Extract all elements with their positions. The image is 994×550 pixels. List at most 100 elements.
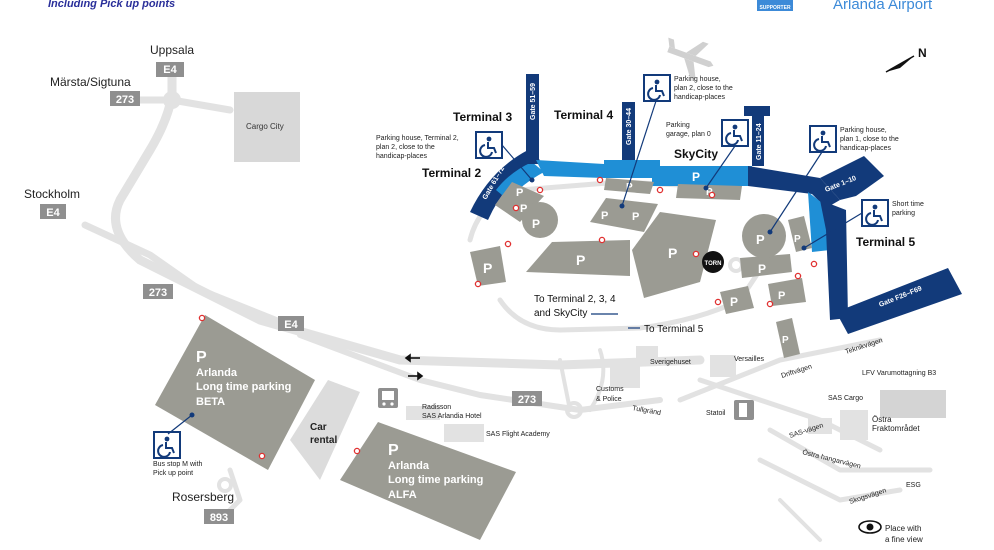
place-uppsala: Uppsala: [150, 43, 194, 57]
beta-label-1: Arlanda: [196, 367, 238, 379]
parking-t2-west: [470, 246, 506, 286]
note-short-2: parking: [892, 210, 915, 217]
parking-t2-large: [526, 240, 630, 276]
handicap-icon: [809, 125, 837, 153]
parking-beta: [155, 315, 315, 470]
map-subtitle: Including Pick up points: [48, 0, 175, 10]
label-radisson-2: SAS Arlandia Hotel: [422, 413, 482, 420]
note-bus-2: Pick up point: [153, 470, 193, 477]
p-symbol-t4: P: [626, 182, 633, 193]
p-symbol-t2: P: [516, 187, 523, 199]
parking-house-t2: [522, 202, 558, 238]
p-symbol-t5-e: P: [782, 335, 789, 346]
sverigehuset-block: [636, 346, 658, 362]
note-t5-3: handicap-places: [840, 145, 891, 152]
terminal-buildings: [470, 74, 962, 334]
r893-shield: 893: [210, 512, 228, 524]
p-symbol-t2-west: P: [483, 260, 492, 276]
customs-block: [610, 366, 640, 388]
handicap-icon: [153, 431, 181, 459]
fuel-pump-icon: [734, 400, 754, 420]
note-t4-1: Parking house,: [674, 76, 721, 83]
note-t5-1: Parking house,: [840, 127, 887, 134]
gate-30-44-label: Gate 30–44: [626, 108, 633, 145]
gate-51-59-label: Gate 51–59: [530, 83, 537, 120]
p-symbol-alfa: P: [388, 442, 399, 459]
p-symbol-t2-large: P: [576, 252, 585, 268]
pickup-points: [198, 176, 818, 460]
parking-t5-a: [740, 254, 792, 278]
place-rosersberg: Rosersberg: [172, 490, 234, 504]
label-flight-academy: SAS Flight Academy: [486, 431, 550, 438]
terminal-3-building: [536, 160, 604, 178]
airport-name: Arlanda Airport: [833, 0, 933, 13]
road-network: [81, 70, 933, 542]
compass-arrow-icon: [885, 55, 915, 73]
street-tullgrand: Tullgränd: [632, 405, 662, 417]
p-symbol-house-t5: P: [756, 232, 765, 247]
cargo-city-label: Cargo City: [246, 122, 284, 131]
label-ostra-1: Östra: [872, 415, 892, 424]
e4-shield-mid: E4: [284, 319, 298, 331]
label-esg: ESG: [906, 482, 921, 489]
p-symbol-t2-b: P: [520, 203, 527, 215]
p-symbol-t5-d: P: [794, 234, 801, 245]
terminal-4-label: Terminal 4: [554, 108, 613, 122]
parking-t2: [495, 182, 544, 222]
p-symbol-skycity-garage: P: [692, 170, 700, 184]
p-symbol-skycity-garage-b: P: [706, 187, 713, 198]
direction-t5: To Terminal 5: [644, 324, 704, 335]
beta-label-2: Long time parking: [196, 381, 291, 393]
terminal-5-label: Terminal 5: [856, 235, 915, 249]
note-t4-3: handicap-places: [674, 94, 725, 101]
bus-icon: [378, 388, 398, 408]
p-symbol-house-t2: P: [532, 217, 540, 231]
parking-alfa: [340, 422, 516, 540]
street-teknikvagen: Teknikvägen: [844, 337, 883, 356]
skycity-building: [652, 166, 752, 186]
label-customs-2: & Police: [596, 396, 622, 403]
label-ostra-2: Fraktområdet: [872, 424, 920, 433]
parking-areas: [155, 178, 812, 540]
note-t2-3: handicap-places: [376, 153, 427, 160]
compass-north-label: N: [918, 46, 927, 60]
p-symbol-t5-b: P: [730, 295, 738, 309]
supporter-badge: SUPPORTER: [757, 0, 793, 11]
torn-label: TORN: [705, 261, 722, 267]
handicap-icon: [643, 74, 671, 102]
parking-t5-e: [776, 318, 800, 358]
skycity-garage: [676, 184, 742, 200]
note-sky-2: garage, plan 0: [666, 131, 711, 138]
note-t2-2: plan 2, close to the: [376, 144, 435, 151]
handicap-signs: [153, 74, 889, 459]
r273-shield-left: 273: [149, 287, 167, 299]
parking-skycity: [632, 212, 716, 298]
alfa-label-1: Arlanda: [388, 460, 430, 472]
p-symbol-beta: P: [196, 349, 207, 366]
label-lfv: LFV Varumottagning B3: [862, 370, 936, 377]
terminal-5-pier: [820, 200, 848, 320]
eye-icon: [858, 520, 882, 534]
other-buildings: [234, 92, 946, 442]
note-t4-2: plan 2, close to the: [674, 85, 733, 92]
note-t5-2: plan 1, close to the: [840, 136, 899, 143]
sas-vagen-block: [808, 418, 832, 434]
legend-view-1: Place with: [885, 524, 921, 533]
legend-view-2: a fine view: [885, 535, 923, 544]
flight-academy-block: [444, 424, 484, 442]
skycity-label: SkyCity: [674, 147, 718, 161]
gate-11-24-pier: [744, 106, 770, 166]
label-radisson-1: Radisson: [422, 404, 451, 411]
parking-t3: [590, 198, 658, 232]
p-symbol-t3-b: P: [632, 211, 639, 223]
p-symbol-t5-a: P: [758, 262, 766, 276]
r273-shield-mid: 273: [518, 394, 536, 406]
label-statoil: Statoil: [706, 410, 726, 417]
handicap-icon: [861, 199, 889, 227]
street-driftvagen: Driftvägen: [780, 363, 813, 380]
parking-t5-c: [768, 278, 806, 306]
terminal-3-pier: [526, 74, 539, 164]
traffic-arrows: [404, 353, 424, 381]
terminal-4-building: [604, 160, 660, 178]
parking-t5-b: [720, 286, 754, 314]
